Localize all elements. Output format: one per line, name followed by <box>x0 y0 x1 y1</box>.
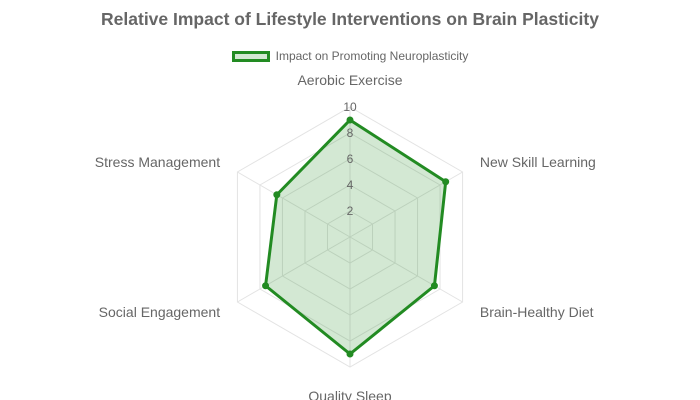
grid-spoke <box>237 236 351 303</box>
category-label: Aerobic Exercise <box>297 72 402 88</box>
series-area <box>264 118 448 356</box>
category-label: New Skill Learning <box>480 154 596 170</box>
data-point[interactable] <box>273 191 281 199</box>
category-label: Quality Sleep <box>308 388 391 400</box>
grid-spoke <box>349 236 463 303</box>
data-point[interactable] <box>262 282 270 290</box>
category-label: Stress Management <box>95 154 220 170</box>
category-label: Social Engagement <box>99 304 221 320</box>
legend[interactable]: Impact on Promoting Neuroplasticity <box>0 49 700 63</box>
data-point[interactable] <box>346 116 354 124</box>
tick-label: 4 <box>347 178 354 192</box>
legend-label: Impact on Promoting Neuroplasticity <box>275 49 469 63</box>
data-point[interactable] <box>346 350 354 358</box>
data-point[interactable] <box>430 282 438 290</box>
tick-label: 10 <box>343 100 357 114</box>
radial-ticks: 2 4 6 8 10 <box>343 100 357 218</box>
tick-label: 8 <box>347 126 354 140</box>
category-label: Brain-Healthy Diet <box>480 304 594 320</box>
tick-label: 6 <box>347 152 354 166</box>
legend-swatch <box>231 50 270 62</box>
chart-title: Relative Impact of Lifestyle Interventio… <box>101 9 599 29</box>
data-point[interactable] <box>442 178 450 186</box>
series-layer <box>262 116 450 358</box>
tick-label: 2 <box>347 204 354 218</box>
grid-spoke <box>237 171 351 238</box>
